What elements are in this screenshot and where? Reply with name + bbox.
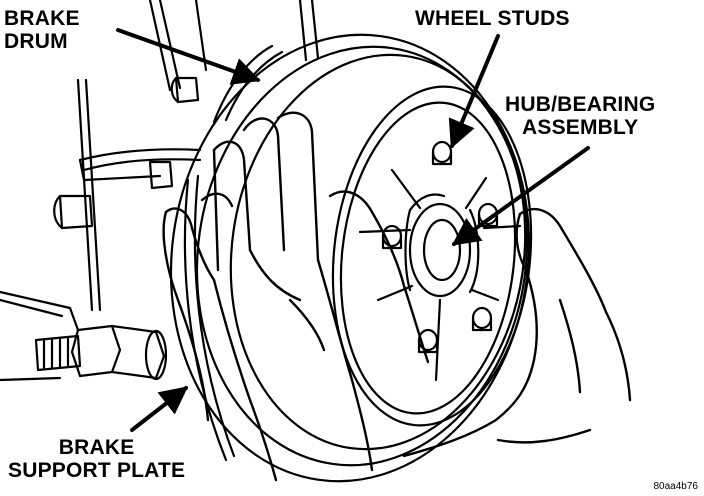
label-support-plate-line: SUPPORT PLATE	[8, 459, 186, 482]
label-support-plate-line: BRAKE	[58, 436, 135, 459]
label-brake-drum-line: DRUM	[4, 30, 68, 53]
axle-bolt	[34, 324, 168, 381]
arrow-support-plate	[130, 386, 189, 432]
label-hub-bearing-line: ASSEMBLY	[522, 116, 639, 139]
label-hub-bearing-assembly: HUB/BEARING ASSEMBLY	[505, 93, 655, 139]
wheel-studs	[381, 140, 499, 354]
arrow-brake-drum	[116, 28, 261, 85]
figure-catalog-number: 80aa4b76	[653, 481, 699, 492]
label-brake-support-plate: BRAKE SUPPORT PLATE	[8, 436, 185, 482]
arrow-hub-bearing	[451, 146, 590, 246]
wheel-stud	[471, 306, 493, 332]
label-hub-bearing-line: HUB/BEARING	[505, 93, 656, 116]
right-hand	[328, 190, 632, 458]
label-brake-drum-line: BRAKE	[4, 7, 80, 30]
brake-support-plate	[53, 76, 202, 230]
arrow-wheel-studs	[448, 34, 500, 149]
label-wheel-studs-line: WHEEL STUDS	[415, 7, 570, 30]
hub-bearing-assembly	[358, 168, 522, 382]
wheel-stud	[431, 140, 453, 166]
wheel-stud	[417, 328, 439, 354]
brake-drum	[169, 33, 533, 483]
left-frame-members	[0, 0, 320, 382]
label-brake-drum: BRAKE DRUM	[4, 7, 80, 53]
label-wheel-studs: WHEEL STUDS	[415, 7, 570, 30]
wheel-stud	[381, 224, 403, 250]
left-hand	[162, 111, 374, 482]
